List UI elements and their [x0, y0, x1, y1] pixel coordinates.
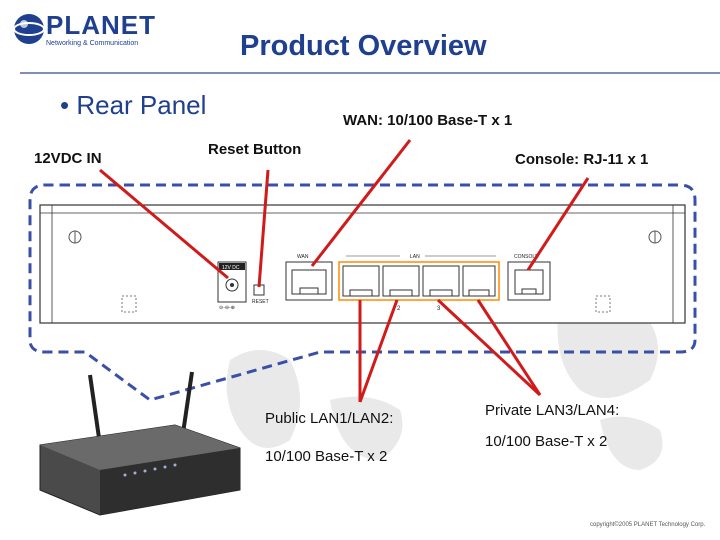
- label-12vdc-in: 12VDC IN: [34, 150, 102, 167]
- router-device-illustration: [39, 371, 241, 516]
- label-wan: WAN: 10/100 Base-T x 1: [343, 112, 513, 129]
- wan-port-label: WAN: [297, 254, 309, 260]
- console-port: [507, 261, 551, 301]
- port-number-3: 3: [437, 306, 441, 312]
- power-jack-icon: [225, 278, 239, 292]
- logo-wordmark: PLANET: [46, 10, 156, 40]
- port-number-2: 2: [397, 306, 401, 312]
- callout-lines: [99, 139, 590, 403]
- copyright-footer: copyright©2005 PLANET Technology Corp.: [590, 522, 706, 528]
- planet-globe-icon: [13, 14, 45, 44]
- lan-port-4: [462, 265, 496, 297]
- lan-port-3: [422, 265, 460, 297]
- power-jack-housing: [217, 261, 247, 303]
- rear-panel-body: [39, 204, 686, 324]
- title-divider: [20, 72, 720, 74]
- svg-text:⊝-⊖-⊕: ⊝-⊖-⊕: [219, 305, 235, 311]
- lan-ports-highlight: [338, 261, 500, 301]
- lan-port-1: [342, 265, 380, 297]
- reset-port-label: RESET: [252, 299, 269, 305]
- antenna-left-icon: [88, 374, 102, 446]
- lan-port-2: [382, 265, 420, 297]
- label-public-lan-title: Public LAN1/LAN2:: [265, 410, 394, 427]
- planet-logo: [12, 8, 130, 60]
- label-console: Console: RJ-11 x 1: [515, 151, 649, 168]
- console-port-label: CONSOLE: [514, 254, 539, 260]
- label-private-lan-title: Private LAN3/LAN4:: [485, 402, 620, 419]
- power-port-label: 12V DC: [222, 265, 240, 271]
- wan-port: [285, 261, 333, 301]
- label-public-lan-spec: 10/100 Base-T x 2: [265, 448, 388, 465]
- lan-group-label: LAN: [410, 254, 420, 260]
- label-private-lan-spec: 10/100 Base-T x 2: [485, 433, 608, 450]
- page-title: Product Overview: [240, 30, 487, 62]
- logo-tagline: Networking & Communication: [46, 40, 139, 47]
- section-bullet: • Rear Panel: [60, 90, 207, 120]
- label-reset-button: Reset Button: [208, 141, 302, 158]
